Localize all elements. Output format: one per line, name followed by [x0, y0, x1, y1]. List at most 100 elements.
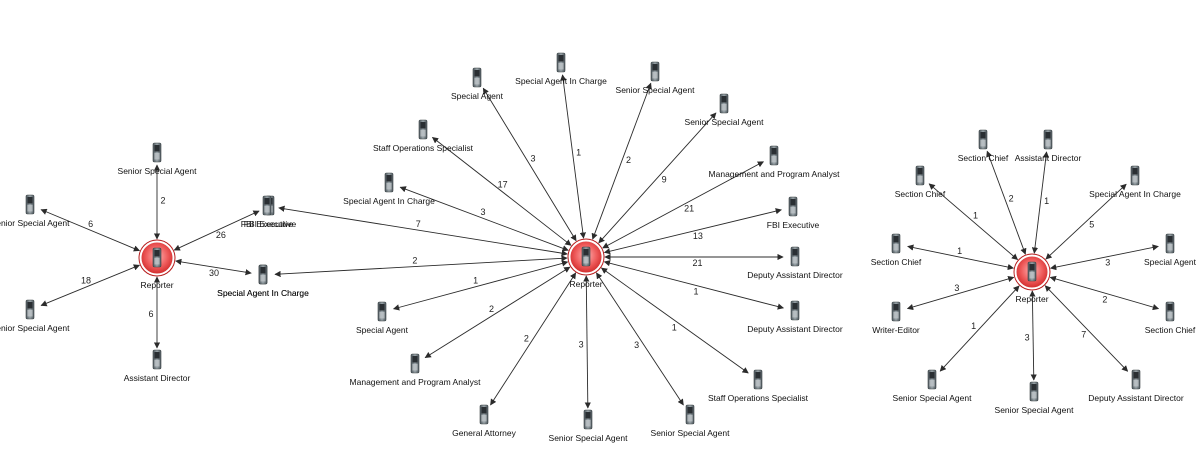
reporter-hub-icon[interactable] [567, 238, 605, 276]
phone-device-icon[interactable] [685, 404, 695, 425]
node-label: Assistant Director [124, 373, 191, 383]
phone-device-icon[interactable] [25, 299, 35, 320]
phone-device-icon[interactable] [753, 369, 763, 390]
phone-device-icon[interactable] [978, 129, 988, 150]
edge-weight-label: 30 [209, 268, 219, 278]
edge-weight-label: 5 [1089, 220, 1094, 230]
node-label: Special Agent In Charge [1089, 189, 1181, 199]
phone-device-icon[interactable] [152, 142, 162, 163]
reporter-hub-icon[interactable] [1013, 253, 1051, 291]
phone-device-icon[interactable] [790, 246, 800, 267]
edge-weight-label: 1 [693, 287, 698, 297]
reporter-hub-icon[interactable] [138, 239, 176, 277]
edge-weight-label: 7 [416, 219, 421, 229]
node-label: Deputy Assistant Director [747, 270, 843, 280]
edge-c2-2 [482, 87, 577, 242]
edge-c2-4 [598, 112, 717, 244]
phone-device-icon[interactable] [719, 93, 729, 114]
node-label: Special Agent [356, 325, 409, 335]
edge-weight-label: 3 [1025, 332, 1030, 342]
node-label: Senior Special Agent [685, 117, 765, 127]
phone-device-icon[interactable] [1130, 165, 1140, 186]
phone-device-icon[interactable] [556, 52, 566, 73]
edge-c3-5 [907, 244, 1015, 271]
node-label: Special Agent In Charge [515, 76, 607, 86]
node-label: Senior Special Agent [0, 218, 70, 228]
edge-c3-2 [1031, 151, 1050, 254]
node-label: FBI Executive [244, 219, 297, 229]
phone-device-icon[interactable] [790, 300, 800, 321]
edge-weight-label: 9 [662, 174, 667, 184]
phone-device-icon[interactable] [927, 369, 937, 390]
phone-device-icon[interactable] [152, 247, 162, 268]
node-label: Special Agent In Charge [343, 196, 435, 206]
edge-weight-label: 3 [954, 283, 959, 293]
phone-device-icon[interactable] [410, 353, 420, 374]
phone-device-icon[interactable] [262, 195, 272, 216]
phone-device-icon[interactable] [377, 301, 387, 322]
phone-device-icon[interactable] [1043, 129, 1053, 150]
edge-c2-17 [596, 272, 684, 406]
edge-c1-4 [175, 258, 252, 276]
phone-device-icon[interactable] [769, 145, 779, 166]
edge-c2-13 [392, 260, 569, 311]
edge-c3-7 [906, 275, 1015, 311]
edge-c2-11 [274, 255, 568, 278]
edge-weight-label: 2 [489, 304, 494, 314]
edge-weight-label: 26 [216, 230, 226, 240]
edge-c2-3 [591, 82, 652, 240]
phone-device-icon[interactable] [384, 172, 394, 193]
edge-weight-label: 2 [1102, 294, 1107, 304]
node-label: Senior Special Agent [995, 405, 1075, 415]
edge-weight-label: 6 [88, 219, 93, 229]
phone-device-icon[interactable] [891, 301, 901, 322]
node-label: Senior Special Agent [118, 166, 198, 176]
edge-c3-9 [939, 285, 1020, 372]
edge-weight-label: 1 [672, 323, 677, 333]
phone-device-icon[interactable] [258, 264, 268, 285]
hub-label: Reporter [1015, 294, 1048, 304]
node-label: Special Agent In Charge [217, 288, 309, 298]
edge-weight-label: 6 [148, 309, 153, 319]
node-label: FBI Executive [767, 220, 820, 230]
phone-device-icon[interactable] [581, 246, 591, 267]
node-label: Special Agent [451, 91, 504, 101]
node-label: Special Agent In Charge [217, 288, 309, 298]
node-label: Section Chief [895, 189, 946, 199]
phone-device-icon[interactable] [479, 404, 489, 425]
phone-device-icon[interactable] [583, 409, 593, 430]
edge-weight-label: 17 [498, 179, 508, 189]
node-label: FBI Executive [241, 219, 294, 229]
phone-device-icon[interactable] [788, 196, 798, 217]
edge-weight-label: 3 [480, 207, 485, 217]
node-label: Senior Special Agent [549, 433, 629, 443]
node-label: Staff Operations Specialist [373, 143, 474, 153]
phone-device-icon[interactable] [1131, 369, 1141, 390]
edge-weight-label: 1 [473, 276, 478, 286]
phone-device-icon[interactable] [1165, 233, 1175, 254]
edge-c2-12 [603, 260, 784, 310]
edge-weight-label: 21 [684, 203, 694, 213]
edge-weight-label: 1 [973, 211, 978, 221]
edge-weight-label: 2 [160, 196, 165, 206]
phone-device-icon[interactable] [1027, 261, 1037, 282]
edge-weight-label: 2 [412, 256, 417, 266]
edge-weight-label: 2 [524, 333, 529, 343]
node-label: Section Chief [1145, 325, 1196, 335]
phone-device-icon[interactable] [650, 61, 660, 82]
edge-c2-9 [278, 205, 568, 257]
node-label: General Attorney [452, 428, 517, 438]
phone-device-icon[interactable] [915, 165, 925, 186]
phone-device-icon[interactable] [472, 67, 482, 88]
edge-weight-label: 1 [576, 147, 581, 157]
phone-device-icon[interactable] [152, 349, 162, 370]
node-label: Senior Special Agent [651, 428, 731, 438]
phone-device-icon[interactable] [418, 119, 428, 140]
phone-device-icon[interactable] [1029, 381, 1039, 402]
edge-c1-3 [173, 210, 260, 251]
phone-device-icon[interactable] [1165, 301, 1175, 322]
phone-device-icon[interactable] [891, 233, 901, 254]
phone-device-icon[interactable] [25, 194, 35, 215]
